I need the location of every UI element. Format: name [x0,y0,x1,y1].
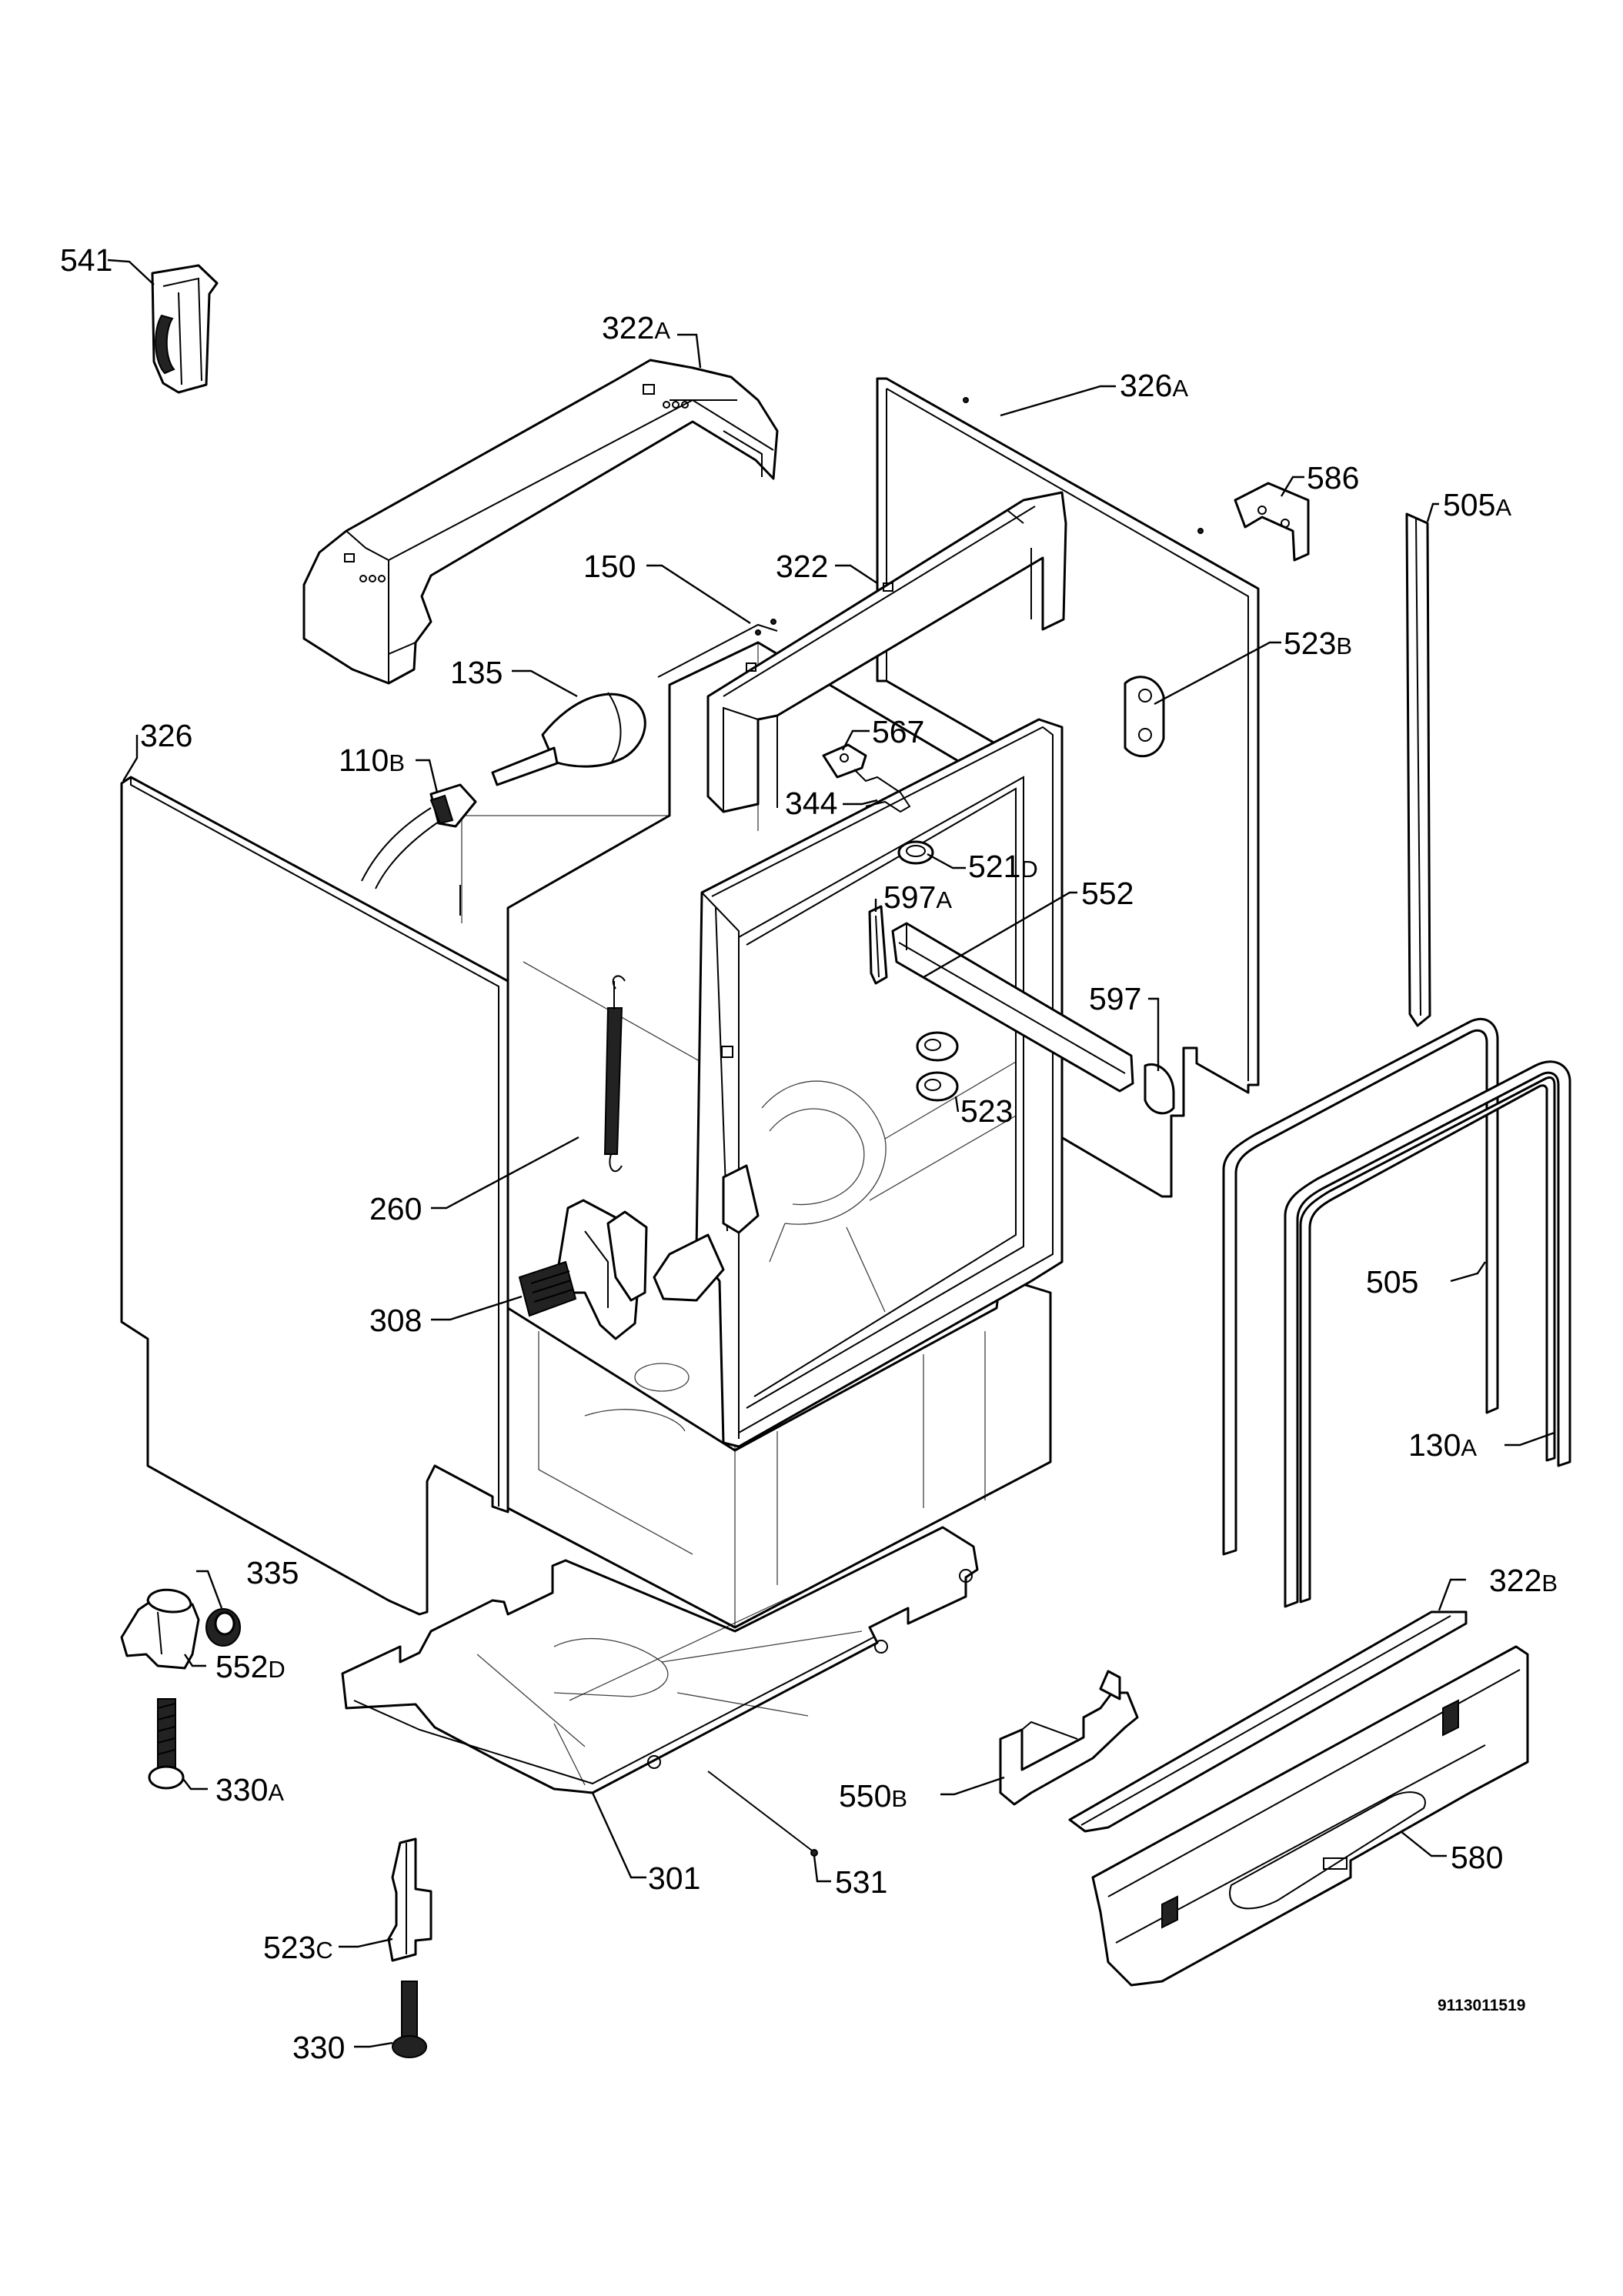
part-130A-outer-seal [1284,1060,1571,1608]
part-541-clip [151,264,219,394]
callout-521D: 521D [968,849,1038,884]
callout-597: 597 [1089,981,1141,1016]
callout-344: 344 [785,786,837,821]
part-326-left-side-panel [120,776,509,1616]
callout-335: 335 [246,1555,299,1590]
part-523B-plug [1124,676,1165,758]
part-322A-upper-rail [302,359,779,685]
drawing-reference-number: 9113011519 [1438,1997,1525,2014]
part-322B-lower-rail [1068,1610,1468,1833]
callout-326A: 326A [1120,368,1188,403]
part-550B-bracket [999,1670,1139,1806]
part-door-frame [653,718,1064,1448]
part-308-hinge [518,1199,648,1340]
callout-523C: 523C [263,1930,333,1965]
callout-505A: 505A [1443,487,1511,522]
callout-260: 260 [369,1191,422,1226]
callout-531: 531 [835,1864,887,1900]
callout-308: 308 [369,1303,422,1338]
callout-505: 505 [1366,1264,1418,1300]
part-505-door-seal [1222,1017,1499,1556]
part-110B-hose [361,783,477,916]
part-523C-hinge-plate [387,1837,432,1962]
part-322-front-frame [706,491,1067,813]
callout-110B: 110B [339,743,405,778]
part-531-pin [707,1770,818,1857]
callout-550B: 550B [839,1778,907,1814]
callout-322B: 322B [1489,1563,1558,1598]
callout-523: 523 [960,1093,1013,1129]
callout-523B: 523B [1284,626,1352,661]
part-586-bracket [1234,482,1310,562]
part-552-guide-rail [891,922,1134,1093]
part-597A-clip [868,905,888,985]
part-523-plug [916,1031,959,1102]
leader-lines [107,259,1555,2048]
part-301-base-tray [341,1526,979,1794]
part-505A-seal-strip [1405,512,1431,1027]
callout-541: 541 [60,242,112,278]
part-552D-actuator [120,1588,200,1670]
callout-597A: 597A [883,879,952,915]
callout-552D: 552D [215,1649,286,1684]
callout-567: 567 [872,714,924,749]
callout-326: 326 [140,718,192,753]
callout-580: 580 [1451,1840,1503,1875]
callout-552: 552 [1081,876,1134,911]
callout-301: 301 [648,1860,700,1896]
part-344-spring-clip [853,769,911,813]
callout-322: 322 [776,549,828,584]
callout-330A: 330A [215,1772,284,1807]
callout-labels: 541 322A 326A 586 505A 150 322 523B 135 … [60,242,1558,2065]
part-330-screw [392,1981,427,2058]
callout-330: 330 [292,2030,345,2065]
callout-130A: 130A [1408,1427,1477,1463]
part-260-spring [603,975,626,1173]
part-150-top-sheet [657,619,778,678]
callout-135: 135 [450,655,503,690]
callout-150: 150 [583,549,636,584]
part-580-kickplate [1091,1645,1529,1987]
callout-322A: 322A [602,310,670,345]
part-521D-ring [897,840,934,865]
part-135-funnel [491,692,646,786]
part-335-gear [205,1608,241,1647]
callout-586: 586 [1307,460,1359,496]
part-330A-screw [148,1698,185,1790]
